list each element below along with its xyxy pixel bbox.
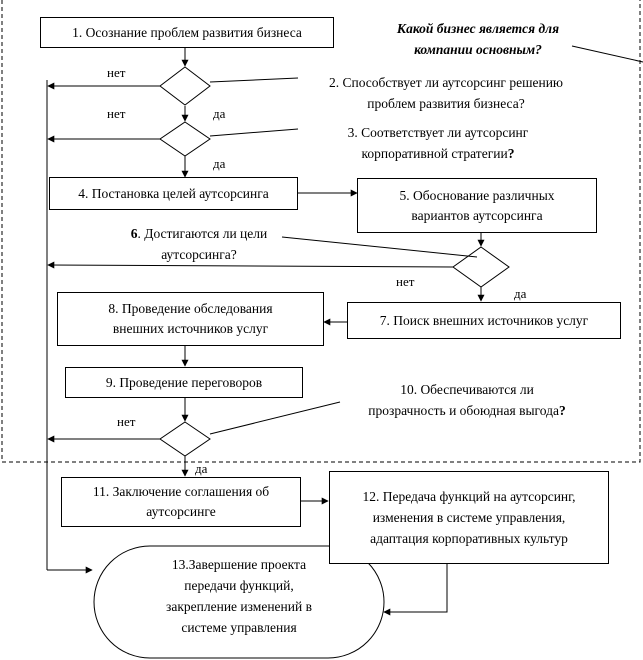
question-10: 10. Обеспечиваются ли прозрачность и обо… bbox=[342, 379, 592, 421]
node-13-line-3: закрепление изменений в bbox=[166, 599, 312, 614]
question-main-line-2: компании основным? bbox=[414, 42, 542, 57]
node-1-awareness: 1. Осознание проблем развития бизнеса bbox=[40, 17, 334, 48]
leader-q3 bbox=[209, 128, 299, 137]
label-yes-d10: да bbox=[195, 461, 208, 476]
question-2-line-1: 2. Способствует ли аутсорсинг решению bbox=[328, 75, 564, 90]
node-5-line-1: 5. Обоснование различных bbox=[399, 187, 555, 203]
node-12-line-1: 12. Передача функций на аутсорсинг, bbox=[362, 489, 576, 504]
node-13-line-2: передачи функций, bbox=[184, 578, 294, 593]
question-main-business: Какой бизнес является для компании основ… bbox=[372, 18, 584, 60]
node-8-line-1: 8. Проведение обследования bbox=[108, 301, 273, 316]
node-5-justification: 5. Обоснование различных вариантов аутсо… bbox=[357, 178, 597, 233]
node-4-text: 4. Постановка целей аутсорсинга bbox=[78, 185, 269, 201]
arrow-n12-to-n13 bbox=[383, 564, 448, 616]
node-5-line-2: вариантов аутсорсинга bbox=[411, 207, 543, 223]
node-13-line-4: системе управления bbox=[181, 620, 297, 635]
node-11-line-1: 11. Заключение соглашения об bbox=[92, 484, 270, 499]
terminator-n13-shape bbox=[93, 545, 385, 659]
node-1-text: 1. Осознание проблем развития бизнеса bbox=[72, 24, 302, 40]
label-no-d3: нет bbox=[107, 106, 126, 121]
decision-diamond-6 bbox=[452, 246, 510, 288]
question-6-number: 6 bbox=[130, 226, 138, 241]
label-yes-d3: да bbox=[213, 156, 226, 171]
node-12-transfer: 12. Передача функций на аутсорсинг, изме… bbox=[329, 471, 609, 564]
label-no-d2: нет bbox=[107, 65, 126, 80]
label-yes-d6: да bbox=[514, 286, 527, 301]
question-6-line-1: . Достигаются ли цели bbox=[137, 226, 268, 241]
node-12-line-3: адаптация корпоративных культур bbox=[370, 531, 568, 546]
question-10-line-1: 10. Обеспечиваются ли bbox=[400, 382, 534, 397]
node-7-text: 7. Поиск внешних источников услуг bbox=[379, 312, 589, 328]
question-3-mark: ? bbox=[507, 146, 515, 161]
question-2: 2. Способствует ли аутсорсинг решению пр… bbox=[296, 72, 596, 114]
question-3-line-2: корпоративной стратегии bbox=[361, 146, 508, 161]
leader-q-main bbox=[571, 45, 643, 63]
question-3-line-1: 3. Соответствует ли аутсорсинг bbox=[347, 125, 529, 140]
node-11-line-2: аутсорсинге bbox=[146, 504, 216, 519]
leader-q10 bbox=[209, 401, 341, 435]
question-2-line-2: проблем развития бизнеса? bbox=[367, 96, 525, 111]
question-10-line-2: прозрачность и обоюдная выгода bbox=[368, 403, 559, 418]
node-9-text: 9. Проведение переговоров bbox=[105, 374, 263, 390]
decision-diamond-3 bbox=[159, 121, 211, 157]
label-no-d6: нет bbox=[396, 274, 415, 289]
node-11-agreement: 11. Заключение соглашения об аутсорсинге bbox=[61, 477, 301, 527]
label-yes-d2: да bbox=[213, 106, 226, 121]
node-12-line-2: изменения в системе управления, bbox=[372, 510, 566, 525]
dashed-region-border bbox=[1, 0, 641, 463]
no-arrow-d6 bbox=[47, 261, 454, 269]
question-main-line-1: Какой бизнес является для bbox=[396, 21, 560, 36]
node-13-line-1: 13.Завершение проекта bbox=[171, 557, 307, 572]
question-6-line-2: аутсорсинга? bbox=[161, 247, 237, 262]
leader-q6 bbox=[281, 236, 478, 258]
node-9-negotiations: 9. Проведение переговоров bbox=[65, 367, 303, 398]
decision-diamond-2 bbox=[159, 66, 211, 106]
node-4-goals: 4. Постановка целей аутсорсинга bbox=[49, 177, 298, 210]
decision-diamond-10 bbox=[159, 421, 211, 457]
question-3: 3. Соответствует ли аутсорсинг корпорати… bbox=[316, 122, 560, 164]
question-10-mark: ? bbox=[558, 403, 566, 418]
question-6: 6. Достигаются ли цели аутсорсинга? bbox=[106, 223, 292, 265]
node-8-survey: 8. Проведение обследования внешних источ… bbox=[57, 292, 324, 346]
label-no-d10: нет bbox=[117, 414, 136, 429]
leader-q2 bbox=[209, 77, 299, 83]
node-13-completion: 13.Завершение проекта передачи функций, … bbox=[94, 554, 384, 638]
node-8-line-2: внешних источников услуг bbox=[112, 321, 269, 336]
node-7-search: 7. Поиск внешних источников услуг bbox=[347, 302, 621, 339]
